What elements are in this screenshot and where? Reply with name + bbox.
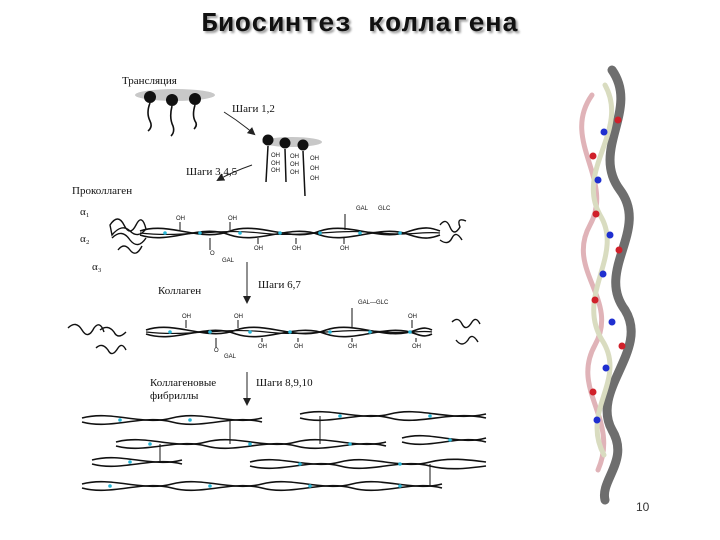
svg-text:OH: OH bbox=[408, 314, 417, 320]
svg-text:OH: OH bbox=[258, 344, 267, 350]
svg-text:OH: OH bbox=[271, 168, 280, 174]
fibrils-label-line2: фибриллы bbox=[150, 390, 199, 402]
svg-text:OH: OH bbox=[254, 246, 263, 252]
svg-text:OH: OH bbox=[271, 161, 280, 167]
fibril-crosslinks bbox=[108, 414, 452, 488]
collagen-label: Коллаген bbox=[158, 285, 201, 297]
svg-text:OH: OH bbox=[271, 153, 280, 159]
svg-text:OH: OH bbox=[310, 166, 319, 172]
svg-text:OH: OH bbox=[292, 246, 301, 252]
procollagen-triple-helix: OH OH GAL GLC O GAL OH OH OH bbox=[109, 206, 467, 264]
alpha3-label: α₃ bbox=[92, 261, 102, 273]
collagen-fibrils bbox=[81, 410, 487, 492]
svg-text:OH: OH bbox=[294, 344, 303, 350]
svg-text:GAL—GLC: GAL—GLC bbox=[358, 300, 389, 306]
svg-text:GAL: GAL bbox=[356, 206, 369, 212]
steps-6-7-label: Шаги 6,7 bbox=[258, 279, 301, 291]
fibrils-label-line1: Коллагеновые bbox=[150, 377, 216, 389]
arrow-steps-3-4-5 bbox=[216, 164, 253, 181]
svg-text:OH: OH bbox=[290, 170, 299, 176]
svg-text:OH: OH bbox=[348, 344, 357, 350]
svg-text:OH: OH bbox=[228, 216, 237, 222]
collagen-triple-helix: OH OH GAL—GLC OH O GAL OH OH OH OH bbox=[67, 300, 481, 360]
svg-text:GLC: GLC bbox=[378, 206, 391, 212]
svg-text:OH: OH bbox=[310, 176, 319, 182]
translation-ribosomes bbox=[135, 89, 215, 137]
alpha2-label: α₂ bbox=[80, 233, 90, 245]
steps-3-4-5-label: Шаги 3,4,5 bbox=[186, 166, 238, 178]
svg-text:GAL: GAL bbox=[224, 354, 237, 360]
triple-helix-molecular-model bbox=[579, 65, 636, 505]
slide-title: Биосинтез коллагена bbox=[201, 10, 519, 40]
steps-8-9-10-label: Шаги 8,9,10 bbox=[256, 377, 313, 389]
page-number: 10 bbox=[636, 500, 650, 514]
svg-text:OH: OH bbox=[290, 162, 299, 168]
steps-1-2-label: Шаги 1,2 bbox=[232, 103, 275, 115]
svg-text:GAL: GAL bbox=[222, 258, 235, 264]
svg-text:OH: OH bbox=[340, 246, 349, 252]
svg-text:OH: OH bbox=[412, 344, 421, 350]
arrow-steps-1-2 bbox=[223, 111, 256, 136]
svg-text:OH: OH bbox=[176, 216, 185, 222]
svg-text:O: O bbox=[214, 348, 219, 354]
translation-label: Трансляция bbox=[122, 75, 177, 87]
svg-text:OH: OH bbox=[234, 314, 243, 320]
svg-text:OH: OH bbox=[310, 156, 319, 162]
svg-text:O: O bbox=[210, 251, 215, 257]
svg-text:OH: OH bbox=[290, 154, 299, 160]
procollagen-label: Проколлаген bbox=[72, 185, 132, 197]
svg-text:OH: OH bbox=[182, 314, 191, 320]
alpha1-label: α₁ bbox=[80, 206, 90, 218]
